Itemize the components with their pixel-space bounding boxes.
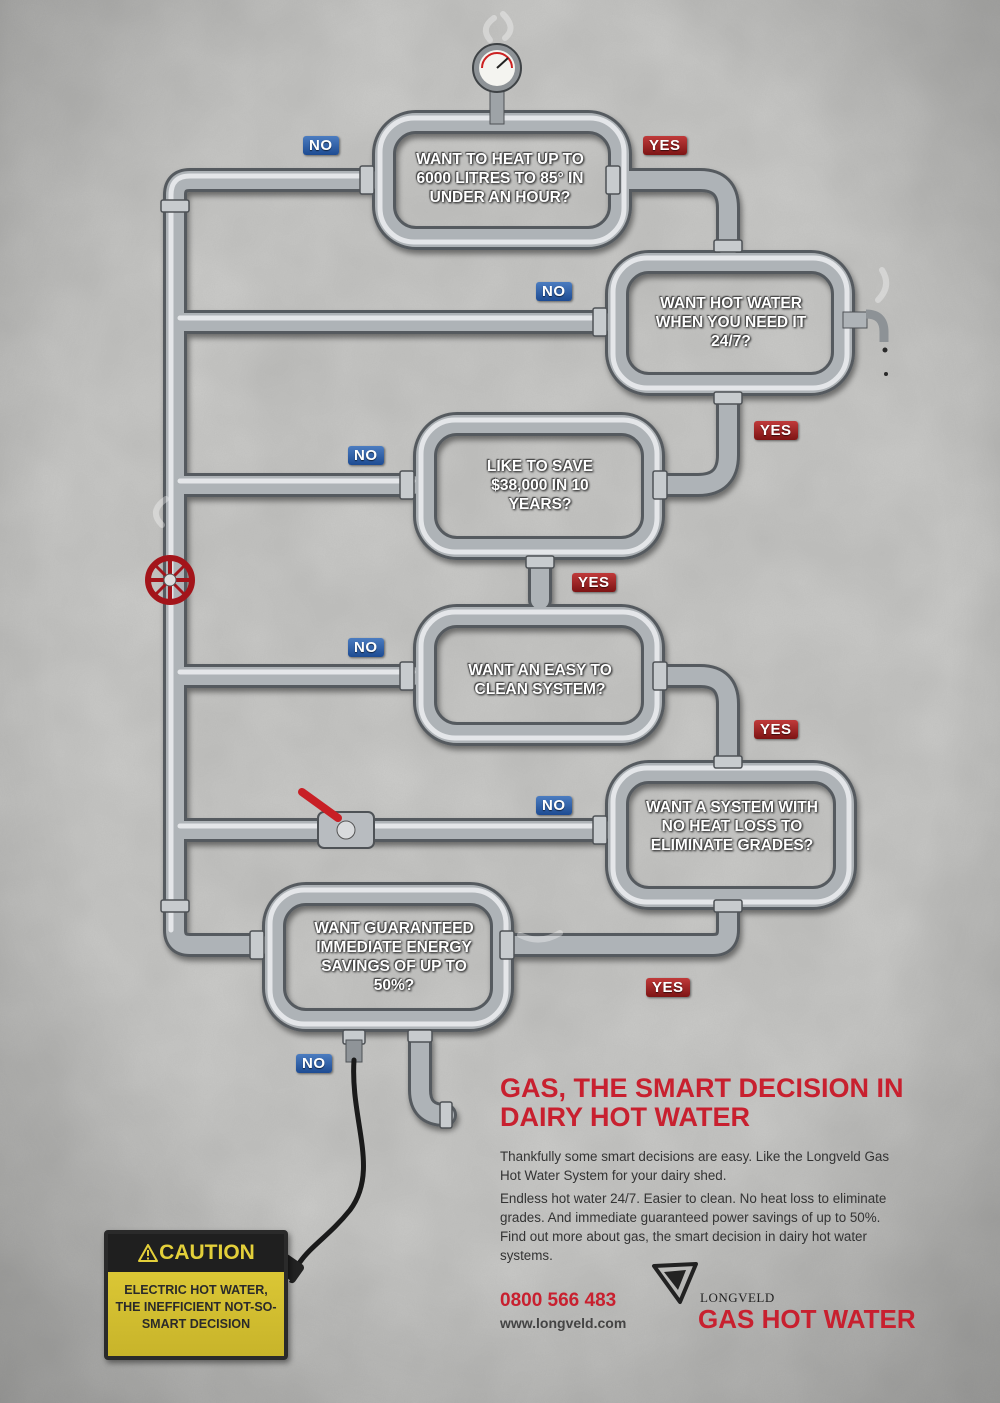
phone-number: 0800 566 483: [500, 1290, 617, 1311]
no-tag: NO: [348, 446, 384, 465]
pressure-gauge-icon: [472, 43, 522, 125]
valve-wheel-icon: [145, 555, 195, 605]
question-hot-water-24-7: WANT HOT WATER WHEN YOU NEED IT 24/7?: [655, 295, 807, 350]
no-tag: NO: [536, 282, 572, 301]
no-tag: NO: [296, 1054, 332, 1073]
website-link[interactable]: www.longveld.com: [500, 1315, 627, 1331]
tap-icon: [842, 309, 889, 376]
electric-cord: [297, 1057, 366, 1265]
yes-tag: YES: [754, 720, 798, 739]
question-heat-litres: WANT TO HEAT UP TO 6000 LITRES TO 85° IN…: [416, 151, 584, 206]
no-tag: NO: [536, 796, 572, 815]
question-energy-savings: WANT GUARANTEED IMMEDIATE ENERGY SAVINGS…: [314, 920, 474, 994]
yes-tag: YES: [643, 136, 687, 155]
yes-tag: YES: [646, 978, 690, 997]
caution-text: ELECTRIC HOT WATER, THE INEFFICIENT NOT-…: [115, 1283, 277, 1331]
yes-tag: YES: [572, 573, 616, 592]
no-tag: NO: [303, 136, 339, 155]
caution-header: CAUTION: [108, 1234, 284, 1272]
longveld-logo-icon: [652, 1262, 698, 1304]
caution-title: CAUTION: [159, 1241, 255, 1264]
ball-valve-icon: [298, 788, 375, 849]
caution-sign: CAUTION ELECTRIC HOT WATER, THE INEFFICI…: [104, 1230, 288, 1360]
headline: GAS, THE SMART DECISION IN DAIRY HOT WAT…: [500, 1073, 904, 1132]
body-paragraph-1: Thankfully some smart decisions are easy…: [500, 1149, 890, 1183]
brand-name: LONGVELD: [700, 1290, 775, 1305]
no-tag: NO: [348, 638, 384, 657]
question-save-money: LIKE TO SAVE $38,000 IN 10 YEARS?: [486, 458, 594, 513]
body-paragraph-2: Endless hot water 24/7. Easier to clean.…: [500, 1191, 887, 1263]
warning-triangle-icon: [138, 1244, 158, 1262]
question-no-heat-loss: WANT A SYSTEM WITH NO HEAT LOSS TO ELIMI…: [646, 799, 818, 854]
question-easy-clean: WANT AN EASY TO CLEAN SYSTEM?: [468, 662, 612, 698]
product-name: GAS HOT WATER: [698, 1304, 916, 1334]
yes-tag: YES: [754, 421, 798, 440]
